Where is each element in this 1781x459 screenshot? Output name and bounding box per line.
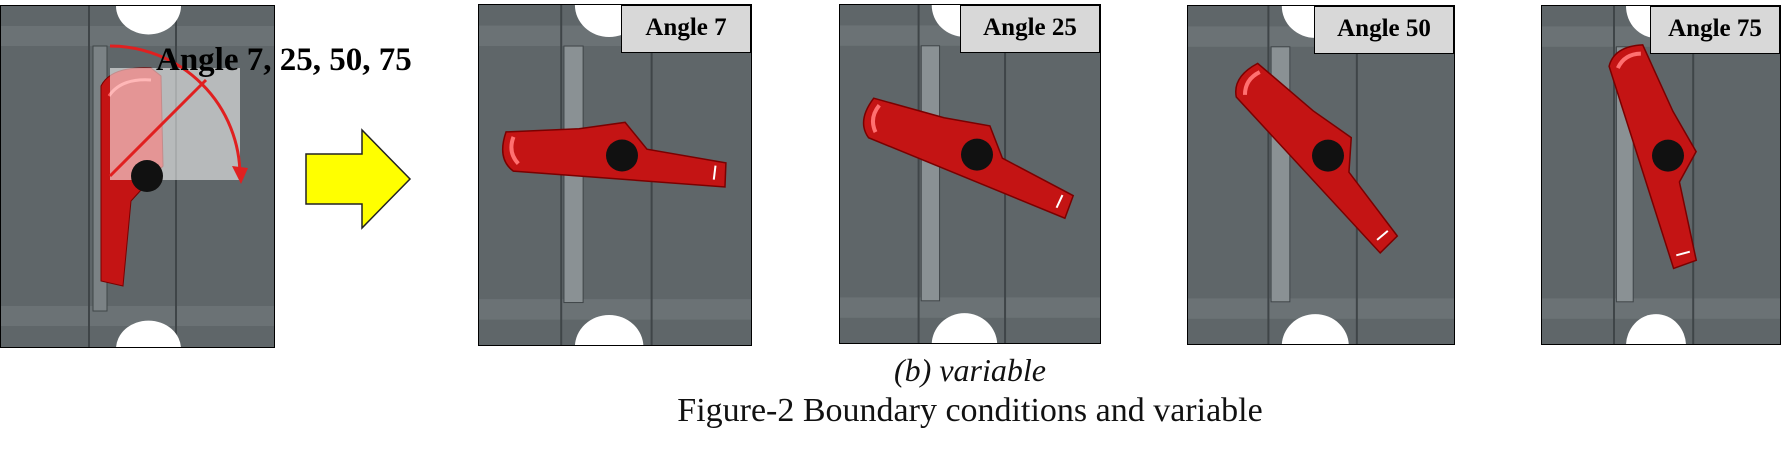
overview-valve-drawing [1, 6, 274, 347]
sweep-area [110, 68, 240, 180]
shaft-hub [961, 138, 993, 171]
panel-angle-25: Angle 25 [839, 4, 1101, 344]
valve-disc-drawing [840, 5, 1100, 343]
panel-angle-7: Angle 7 [478, 4, 752, 346]
overview-angle-label: Angle 7, 25, 50, 75 [156, 42, 412, 78]
overview-panel [0, 5, 275, 348]
shaft-hub [1312, 139, 1344, 172]
figure-subcaption: (b) variable [894, 352, 1046, 388]
valve-disc-drawing [479, 5, 751, 345]
panel-angle-75: Angle 75 [1541, 5, 1781, 345]
shaft-hub [1652, 139, 1684, 172]
shaft-hub [606, 139, 638, 172]
panel-angle-50: Angle 50 [1187, 5, 1455, 345]
valve-disc-drawing [1542, 6, 1780, 344]
angle-label: Angle 7 [621, 5, 751, 53]
angle-label: Angle 25 [960, 5, 1100, 53]
right-arrow-icon [305, 128, 412, 230]
valve-disc-drawing [1188, 6, 1454, 344]
angle-label: Angle 50 [1314, 6, 1454, 54]
angle-label: Angle 75 [1650, 6, 1780, 54]
figure-caption: Figure-2 Boundary conditions and variabl… [677, 392, 1263, 429]
